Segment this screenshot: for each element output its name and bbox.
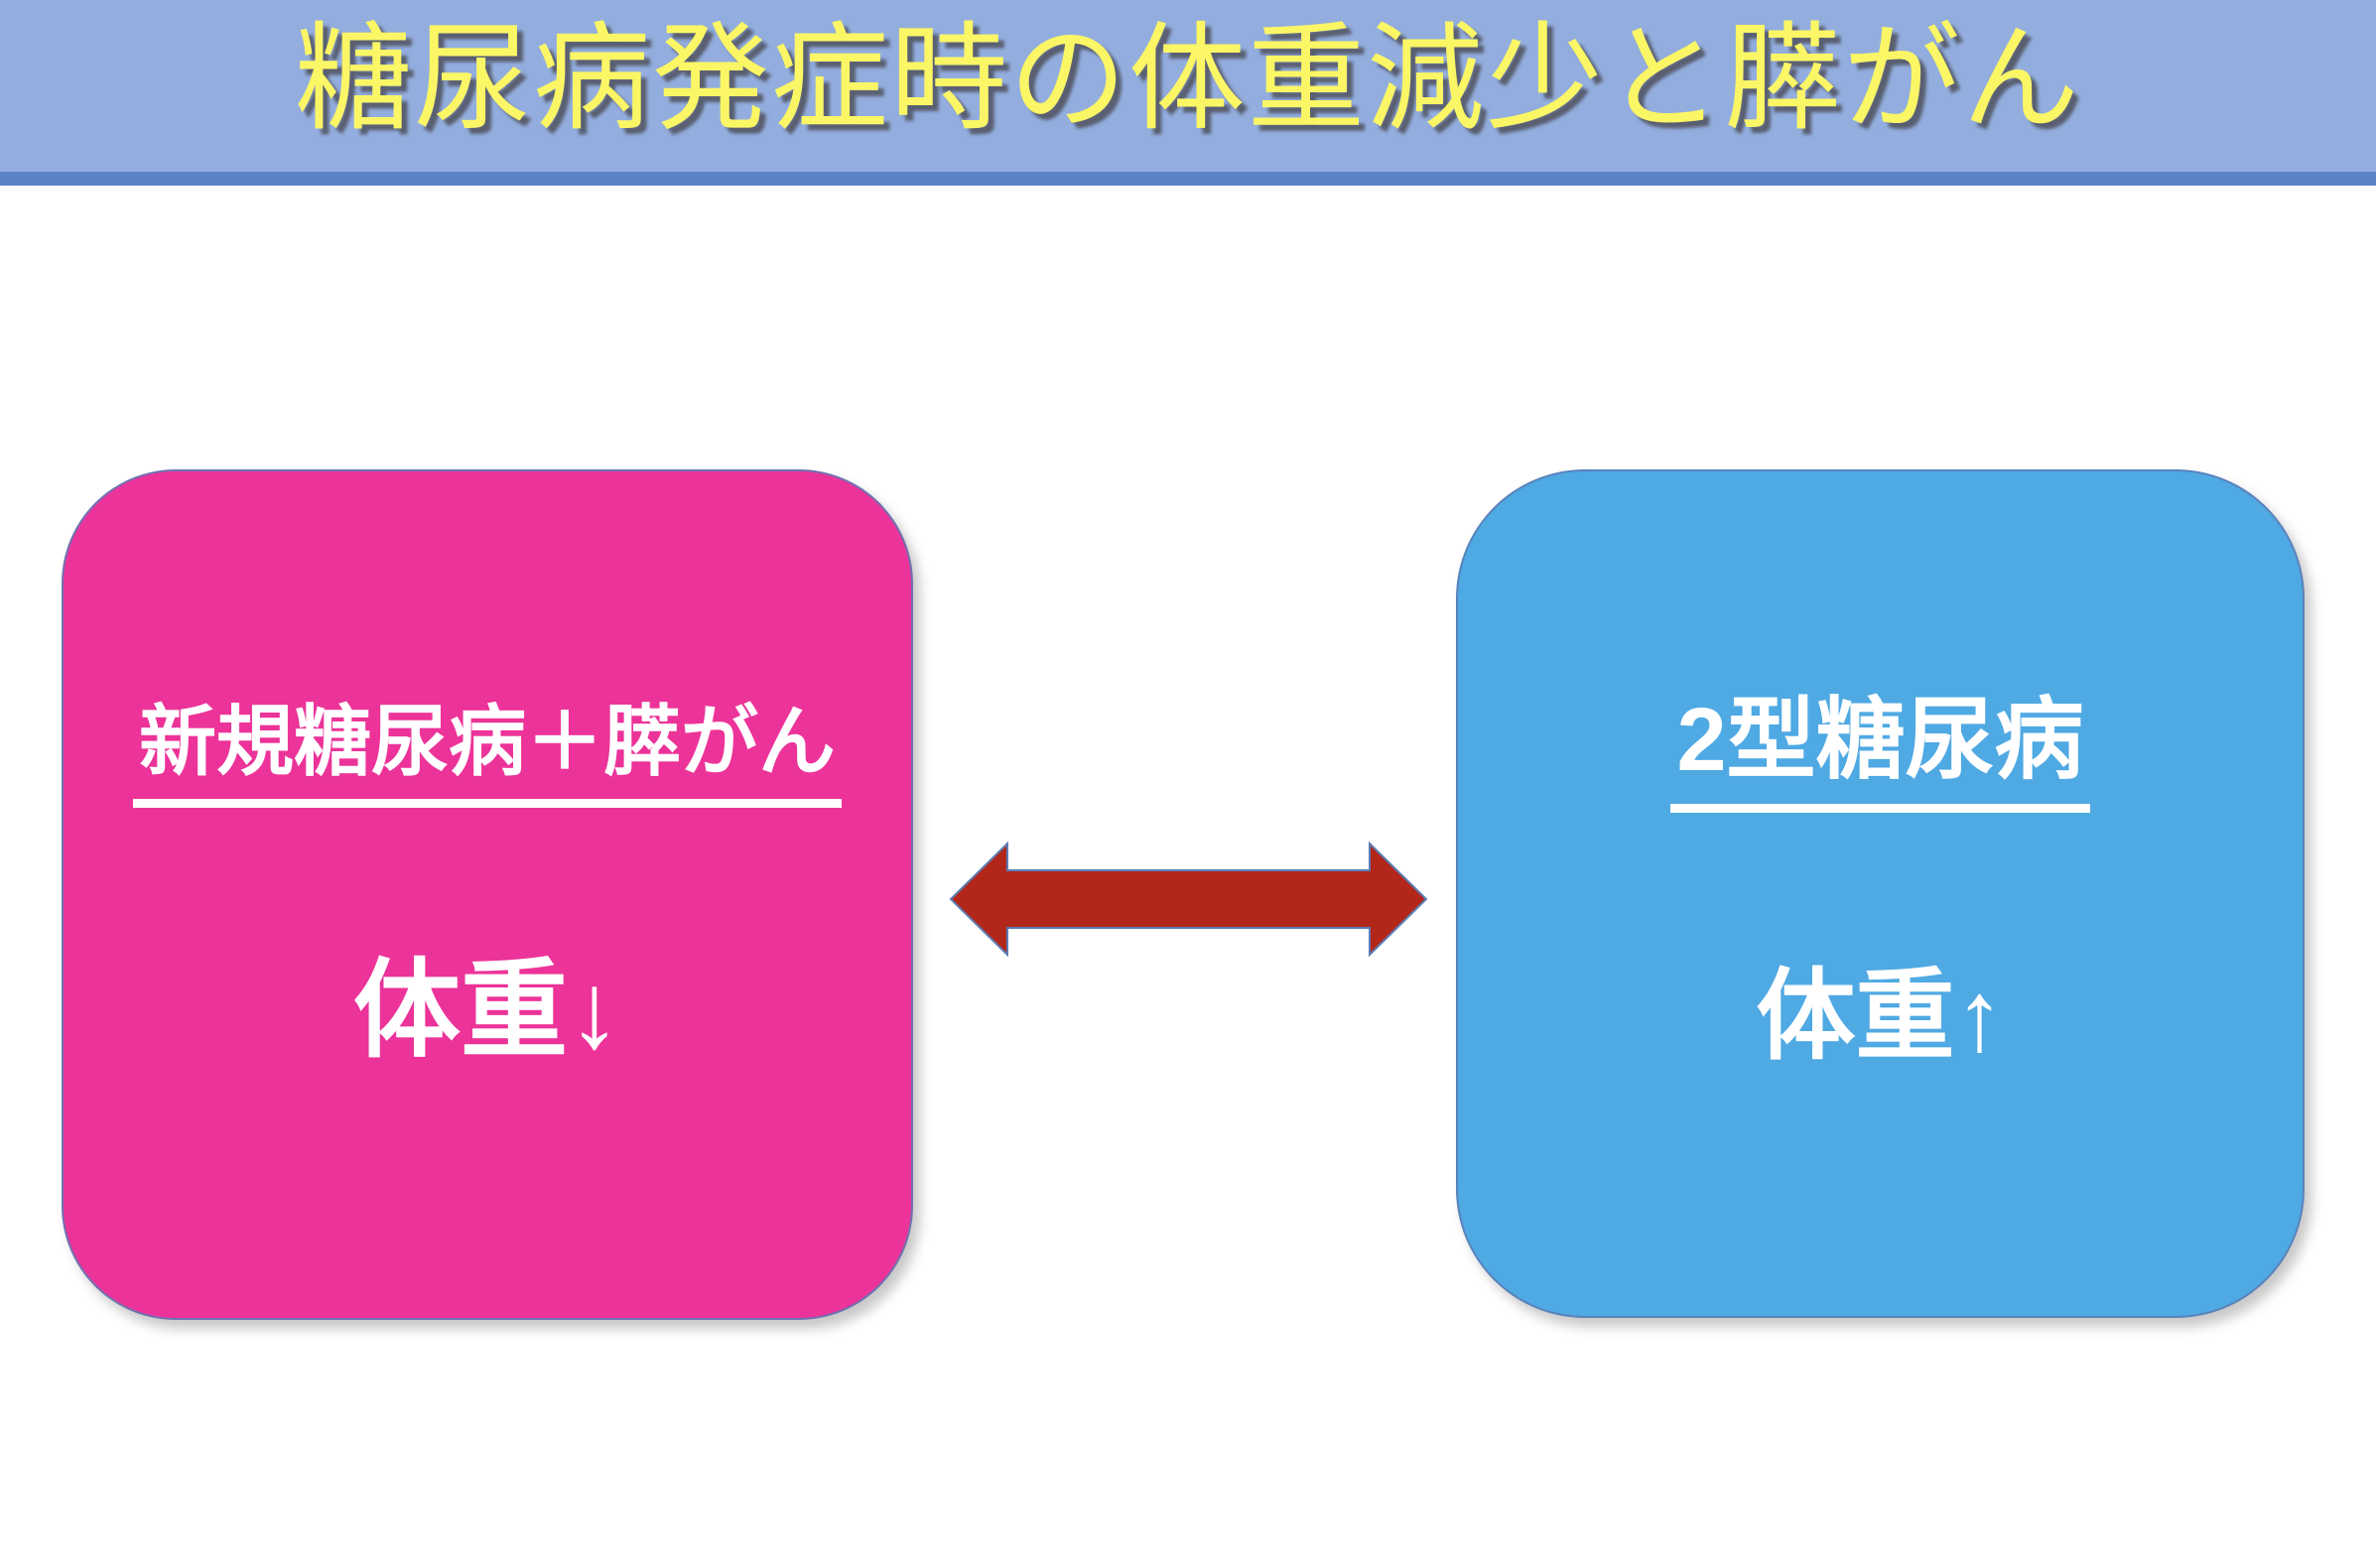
left-box-weight-down-label: 体重↓ [352,950,621,1070]
right-box-heading: 2型糖尿病 [1670,692,2090,813]
double-headed-arrow [948,842,1429,957]
right-box-weight-up-label: 体重↑ [1756,961,2005,1072]
title-bar: 糖尿病発症時の体重減少と膵がん [0,0,2376,186]
left-box-heading: 新規糖尿病＋膵がん [132,699,842,808]
right-box-type2-diabetes: 2型糖尿病 体重↑ [1456,469,2305,1318]
left-box-heading-text: 新規糖尿病＋膵がん [132,699,842,808]
double-headed-arrow-icon [949,842,1428,957]
left-box-new-diabetes-pancreatic-cancer: 新規糖尿病＋膵がん 体重↓ [62,469,913,1320]
right-box-heading-text: 2型糖尿病 [1670,692,2090,813]
slide-title: 糖尿病発症時の体重減少と膵がん [294,13,2081,145]
